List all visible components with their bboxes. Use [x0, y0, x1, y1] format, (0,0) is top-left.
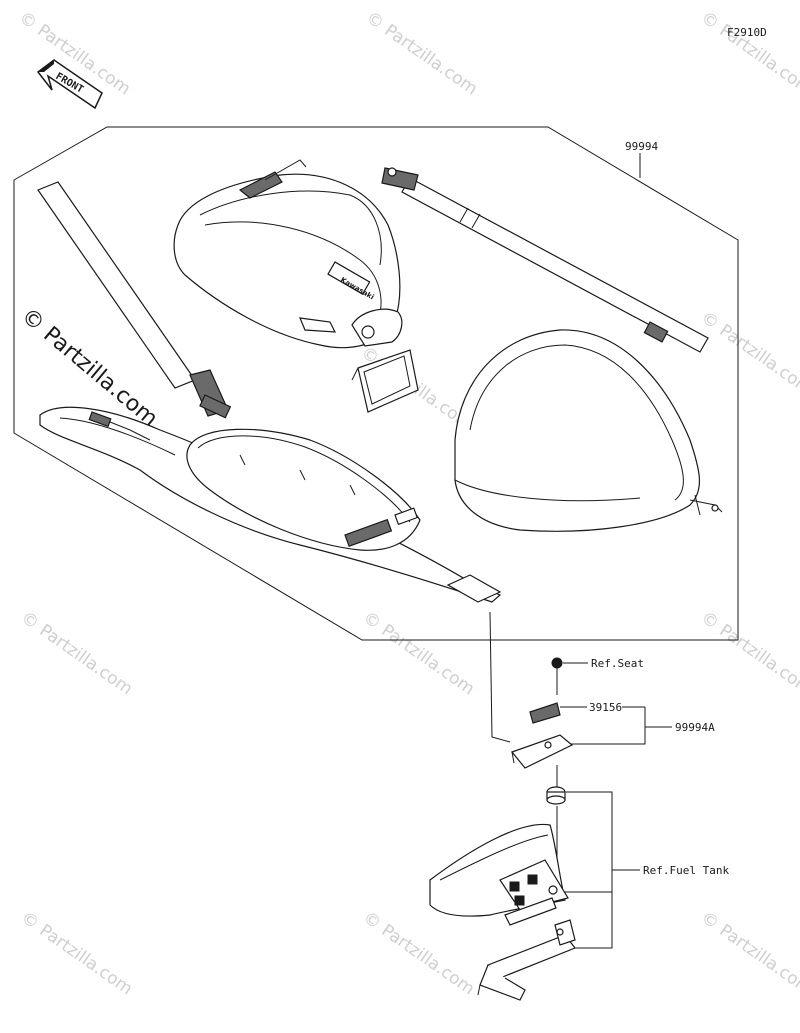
watermark-text: © Partzilla.com	[697, 908, 800, 1000]
watermark-text: © Partzilla.com	[17, 608, 136, 700]
kit-outline-box	[13, 126, 739, 641]
callout-ref-seat: Ref.Seat	[591, 657, 644, 670]
watermark-text: © Partzilla.com	[697, 308, 800, 400]
callout-kit-number: 99994	[625, 140, 658, 153]
callout-pad-number: 39156	[589, 701, 622, 714]
fuel-tank-part	[429, 823, 569, 926]
pad-part	[529, 702, 561, 724]
strap-part	[381, 167, 709, 353]
watermark-text: © Partzilla.com	[359, 608, 478, 700]
watermark-text: © Partzilla.com	[697, 608, 800, 700]
bracket-leader	[557, 707, 646, 745]
tank-bag-part: Kawasaki	[173, 159, 419, 413]
callout-bracket-kit-number: 99994A	[675, 721, 715, 734]
watermark-text: © Partzilla.com	[697, 8, 800, 100]
callout-ref-fuel-tank: Ref.Fuel Tank	[643, 864, 729, 877]
watermark-text: © Partzilla.com	[362, 8, 481, 100]
figure-code: F2910D	[727, 26, 767, 39]
watermark-text: © Partzilla.com	[17, 908, 136, 1000]
bracket-part	[510, 734, 574, 769]
ref-bracket-leader	[566, 791, 613, 949]
leader-line	[489, 611, 511, 743]
watermark-text: © Partzilla.com	[359, 908, 478, 1000]
grommet-part	[546, 786, 566, 805]
seat-cover-part	[454, 329, 723, 532]
mount-plate-part	[477, 919, 576, 1001]
harness-base-part	[37, 181, 502, 603]
bolt-part	[551, 657, 563, 695]
